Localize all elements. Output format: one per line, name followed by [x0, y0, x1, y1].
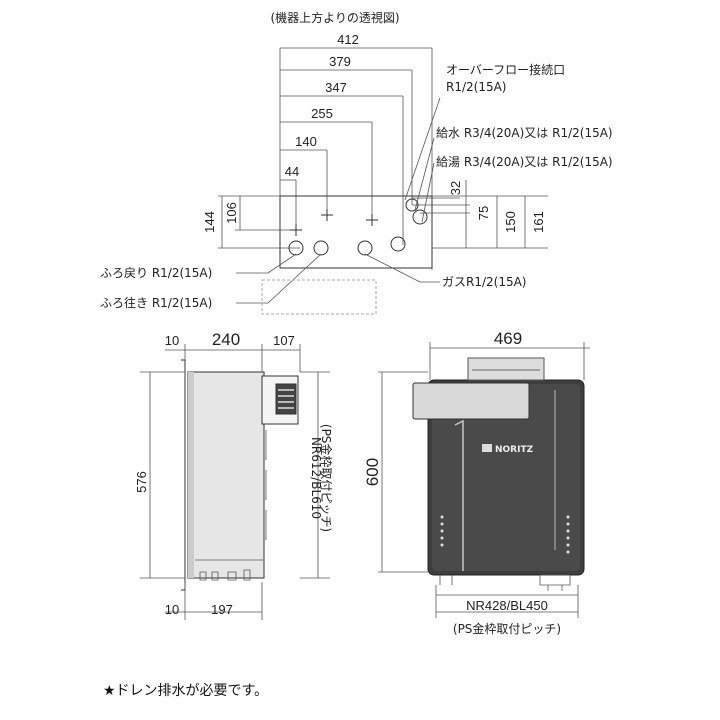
dim-32: 32 — [448, 181, 463, 195]
label-bath-return: ふろ戻り R1/2(15A) — [100, 266, 212, 280]
dim-144: 144 — [202, 211, 217, 233]
dim-347: 347 — [325, 80, 347, 95]
label-gas: ガスR1/2(15A) — [442, 275, 527, 289]
side-dim-10-top: 10 — [165, 333, 179, 348]
side-dim-197: 197 — [211, 602, 233, 617]
side-dim-240: 240 — [212, 330, 240, 349]
side-dim-576: 576 — [134, 471, 149, 493]
dim-150: 150 — [503, 211, 518, 233]
dim-106: 106 — [224, 202, 239, 224]
side-view: 10 240 107 576 10 197 NR612/BL610 (PS金枠取… — [134, 330, 334, 620]
side-dim-107: 107 — [273, 333, 295, 348]
dim-75: 75 — [476, 206, 491, 220]
front-view: 469 NORITZ 600 NR428/BL450 (PS金枠取付ピッチ) — [363, 329, 590, 636]
dim-44: 44 — [285, 164, 299, 179]
label-overflow-size: R1/2(15A) — [446, 80, 507, 94]
front-exhaust — [412, 382, 530, 420]
front-dim-600: 600 — [363, 458, 382, 486]
front-pitch-note: (PS金枠取付ピッチ) — [453, 621, 561, 636]
label-hot-water: 給湯 R3/4(20A)又は R1/2(15A) — [436, 155, 613, 169]
dim-255: 255 — [311, 106, 333, 121]
label-overflow: オーバーフロー接続口 — [446, 62, 565, 77]
front-top-bracket — [467, 357, 545, 381]
side-body — [187, 371, 265, 579]
pipe-crosses — [290, 209, 378, 236]
top-view-title: (機器上方よりの透視図) — [270, 10, 399, 25]
side-dim-10-bottom: 10 — [165, 602, 179, 617]
label-bath-go: ふろ往き R1/2(15A) — [100, 295, 212, 310]
dim-412: 412 — [337, 32, 359, 47]
front-dim-469: 469 — [494, 329, 522, 348]
dim-161: 161 — [531, 211, 546, 233]
side-pitch-note: (PS金枠取付ピッチ) — [319, 424, 334, 532]
front-indicator-dots — [440, 515, 570, 554]
label-water-supply: 給水 R3/4(20A)又は R1/2(15A) — [436, 126, 613, 140]
dim-140: 140 — [295, 134, 317, 149]
front-pitch-label: NR428/BL450 — [466, 598, 548, 613]
pipe-circles — [288, 198, 428, 256]
top-view: (機器上方よりの透視図) 412 379 347 255 140 44 1 — [100, 10, 613, 315]
dashed-outline — [261, 279, 377, 315]
brand-logo: NORITZ — [495, 445, 534, 455]
side-pitch-label: NR612/BL610 — [309, 437, 323, 519]
footer-note: ★ドレン排水が必要です。 — [103, 683, 268, 699]
dim-379: 379 — [329, 54, 351, 69]
